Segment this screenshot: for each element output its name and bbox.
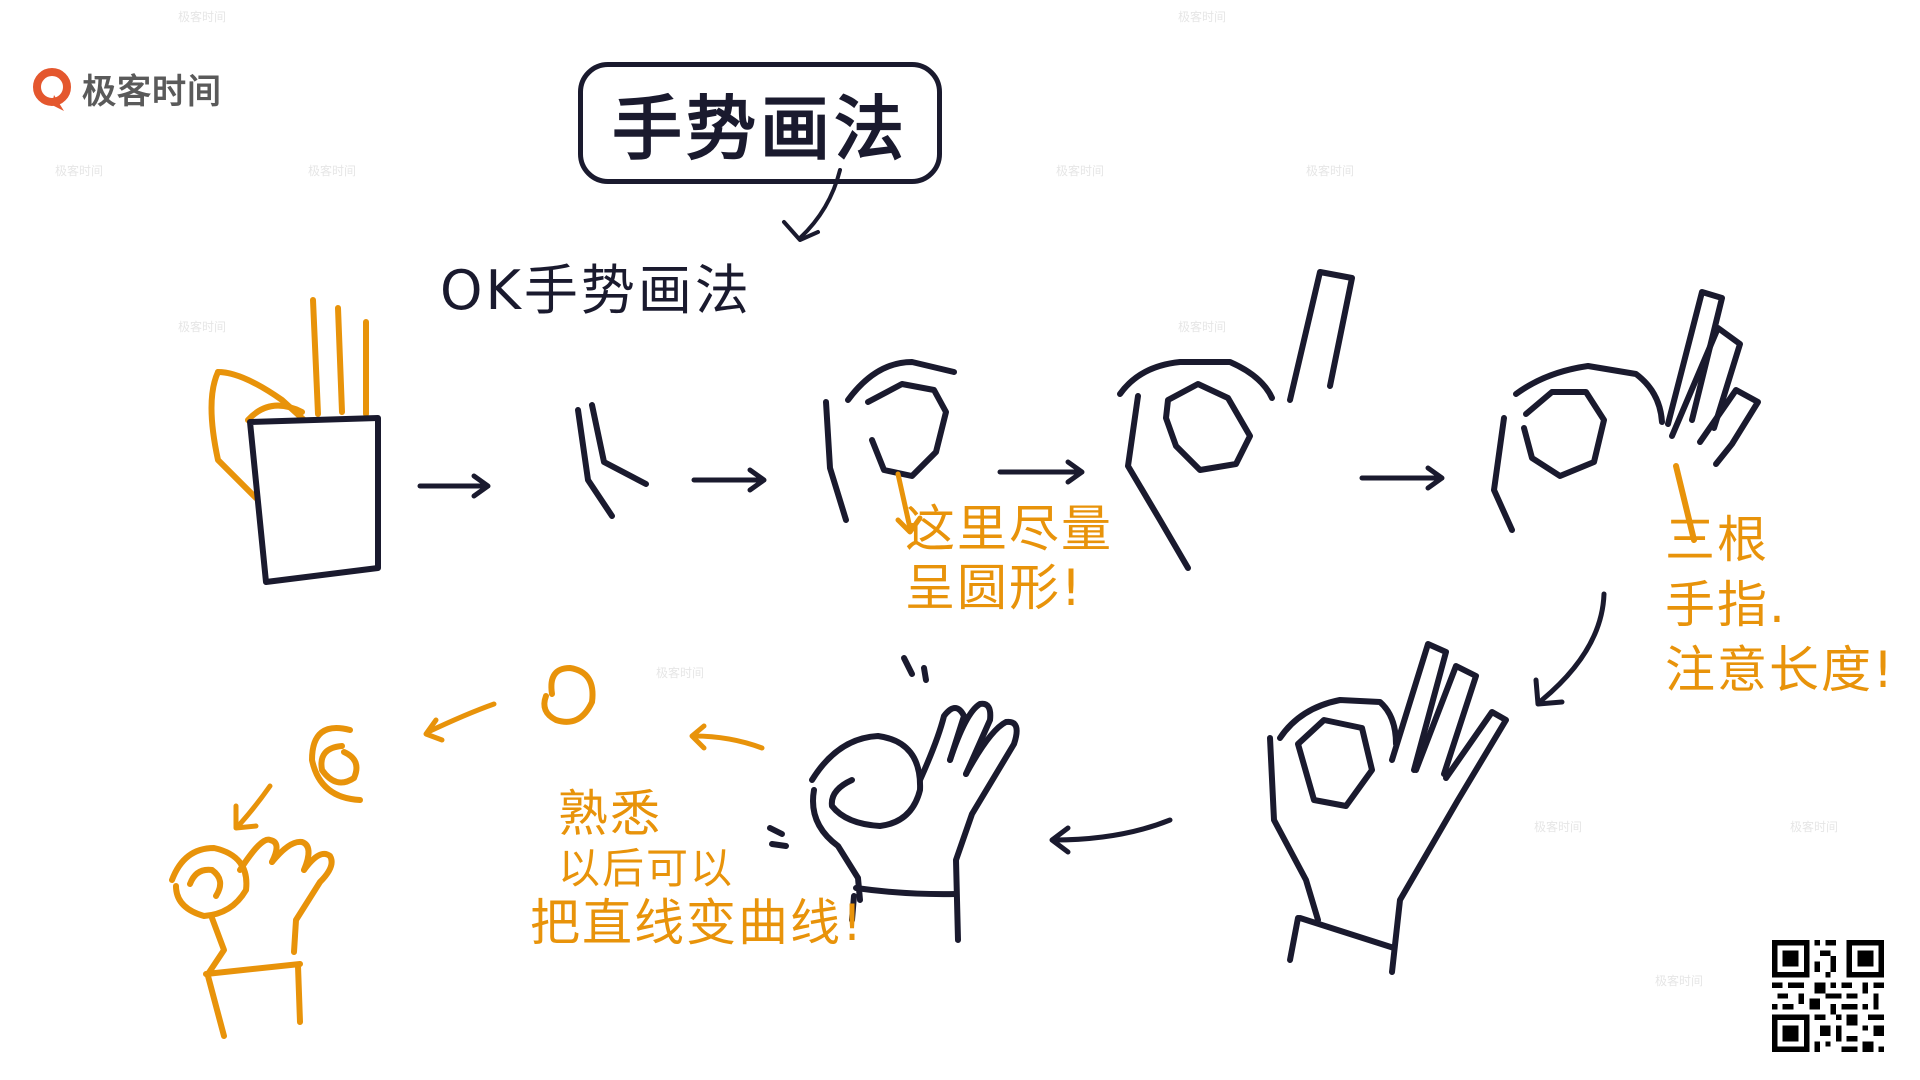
arrow-right-icon xyxy=(417,473,491,499)
watermark: 极客时间 xyxy=(1178,10,1227,24)
title-pointer-arrow xyxy=(782,168,842,242)
note-line: 这里尽量 xyxy=(905,500,1113,558)
note-line: 注意长度! xyxy=(1665,641,1896,699)
note-round: 这里尽量 呈圆形! xyxy=(905,500,1113,618)
arrow-right-icon xyxy=(997,459,1085,485)
length-mark xyxy=(1673,463,1697,543)
simple-circle xyxy=(541,665,596,725)
note-line: 把直线变曲线! xyxy=(530,893,865,952)
pointer-arrow xyxy=(895,471,923,535)
step2-bent-finger xyxy=(575,402,649,519)
watermark: 极客时间 xyxy=(308,164,357,178)
step7-curvy-hand xyxy=(767,655,1020,943)
note-line: 手指. xyxy=(1665,576,1787,634)
arrow-down-left-icon xyxy=(233,783,273,831)
qr-code-icon xyxy=(1772,940,1884,1052)
step5-ok-hand xyxy=(1491,289,1761,533)
arrow-left-icon xyxy=(423,701,497,743)
watermark: 极客时间 xyxy=(1534,820,1583,834)
step1-cup-hand xyxy=(208,297,381,585)
note-line: 熟悉 xyxy=(558,785,662,843)
step6-ok-hand xyxy=(1267,641,1509,975)
watermark: 极客时间 xyxy=(178,10,227,24)
watermark: 极客时间 xyxy=(656,666,705,680)
arrow-left-icon xyxy=(1049,817,1173,855)
note-line: 呈圆形! xyxy=(905,559,1084,617)
note-line: 三根 xyxy=(1665,511,1769,569)
watermark: 极客时间 xyxy=(1178,320,1227,334)
arrow-right-icon xyxy=(691,467,767,493)
subtitle: OK手势画法 xyxy=(440,259,752,322)
step4-ok-hand xyxy=(1117,269,1355,571)
note-familiar: 熟悉 以后可以 把直线变曲线! xyxy=(530,785,864,953)
watermark: 极客时间 xyxy=(1790,820,1839,834)
curved-arrow xyxy=(1533,591,1607,707)
note-fingers: 三根 手指. 注意长度! xyxy=(1665,508,1895,703)
page-title: 手势画法 xyxy=(612,87,908,170)
geektime-logo-icon xyxy=(33,67,71,111)
note-line: 以后可以 xyxy=(558,844,735,893)
brand-logo: 极客时间 xyxy=(32,64,222,113)
watermark: 极客时间 xyxy=(1306,164,1355,178)
title-box: 手势画法 xyxy=(578,62,942,184)
step3-circle-hand xyxy=(823,359,957,523)
arrow-left-icon xyxy=(689,723,765,751)
watermark: 极客时间 xyxy=(1056,164,1105,178)
watermark: 极客时间 xyxy=(178,320,227,334)
watermark: 极客时间 xyxy=(55,164,104,178)
brand-name: 极客时间 xyxy=(82,72,222,112)
watermark: 极客时间 xyxy=(1655,974,1704,988)
double-circle xyxy=(309,725,363,803)
step8-final-hand xyxy=(169,836,335,1039)
arrow-right-icon xyxy=(1359,465,1445,491)
